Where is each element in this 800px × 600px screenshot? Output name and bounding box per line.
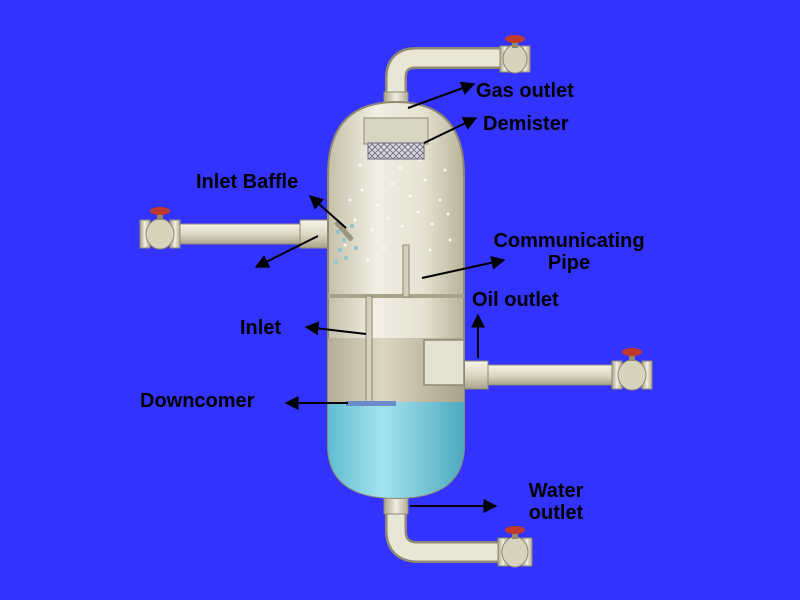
gas-outlet-pipe [383, 35, 531, 111]
label-communicating-pipe-line1: Communicating [493, 230, 645, 252]
arrow-inlet [254, 235, 319, 268]
label-gas-outlet: Gas outlet [476, 80, 574, 102]
label-downcomer: Downcomer [140, 390, 255, 412]
vessel [327, 100, 465, 500]
label-demister: Demister [483, 113, 569, 135]
arrow-downcomer-inlet [304, 321, 367, 336]
arrow-gas-outlet [407, 81, 476, 109]
label-water-outlet-line1: Water [528, 480, 584, 502]
label-water-outlet-line2: outlet [528, 502, 584, 524]
oil-outlet-pipe [459, 348, 653, 391]
water-outlet-pipe [383, 493, 533, 568]
label-communicating-pipe-line2: Pipe [547, 252, 591, 274]
inlet-pipe [139, 207, 336, 250]
label-communicating-pipe: Communicating Pipe [474, 230, 664, 274]
arrow-communicating-pipe [421, 255, 506, 279]
label-inlet-baffle: Inlet Baffle [196, 171, 299, 193]
spray-droplets [343, 156, 452, 262]
arrow-demister [423, 117, 478, 144]
label-oil-outlet: Oil outlet [472, 289, 559, 311]
arrow-inlet-baffle [308, 195, 347, 229]
demister-pad [363, 117, 429, 160]
label-water-outlet: Water outlet [508, 480, 604, 524]
label-inlet: Inlet [240, 317, 282, 339]
inlet-baffle [334, 220, 354, 242]
label-arrows [254, 81, 506, 513]
